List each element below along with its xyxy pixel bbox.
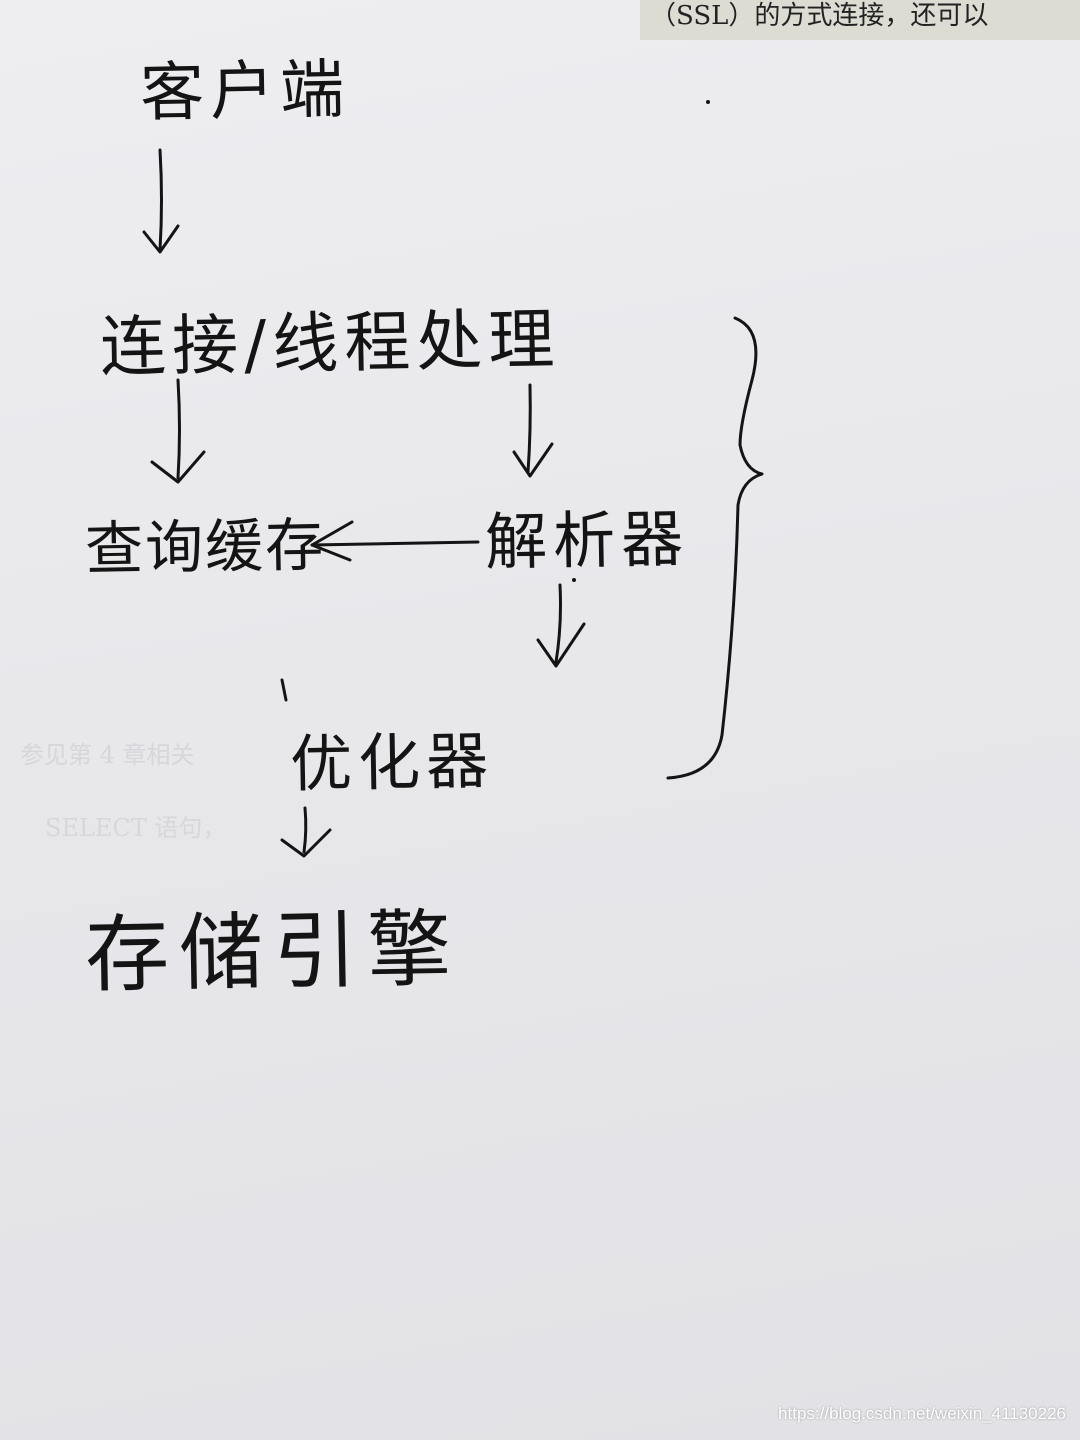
book-header-text: （SSL）的方式连接，还可以	[640, 0, 1080, 40]
source-watermark: https://blog.csdn.net/weixin_41130226	[778, 1404, 1066, 1423]
bleed-text-1: 参见第 4 章相关	[20, 741, 195, 769]
node-parser: 解析器	[484, 502, 690, 579]
node-query-cache: 查询缓存	[84, 510, 326, 584]
node-storage-engine: 存储引擎	[84, 899, 462, 1005]
bleed-text-2: SELECT 语句，	[45, 814, 227, 842]
node-connection-thread: 连接/线程处理	[99, 300, 561, 387]
node-client: 客户端	[139, 53, 351, 131]
node-optimizer: 优化器	[289, 724, 495, 801]
